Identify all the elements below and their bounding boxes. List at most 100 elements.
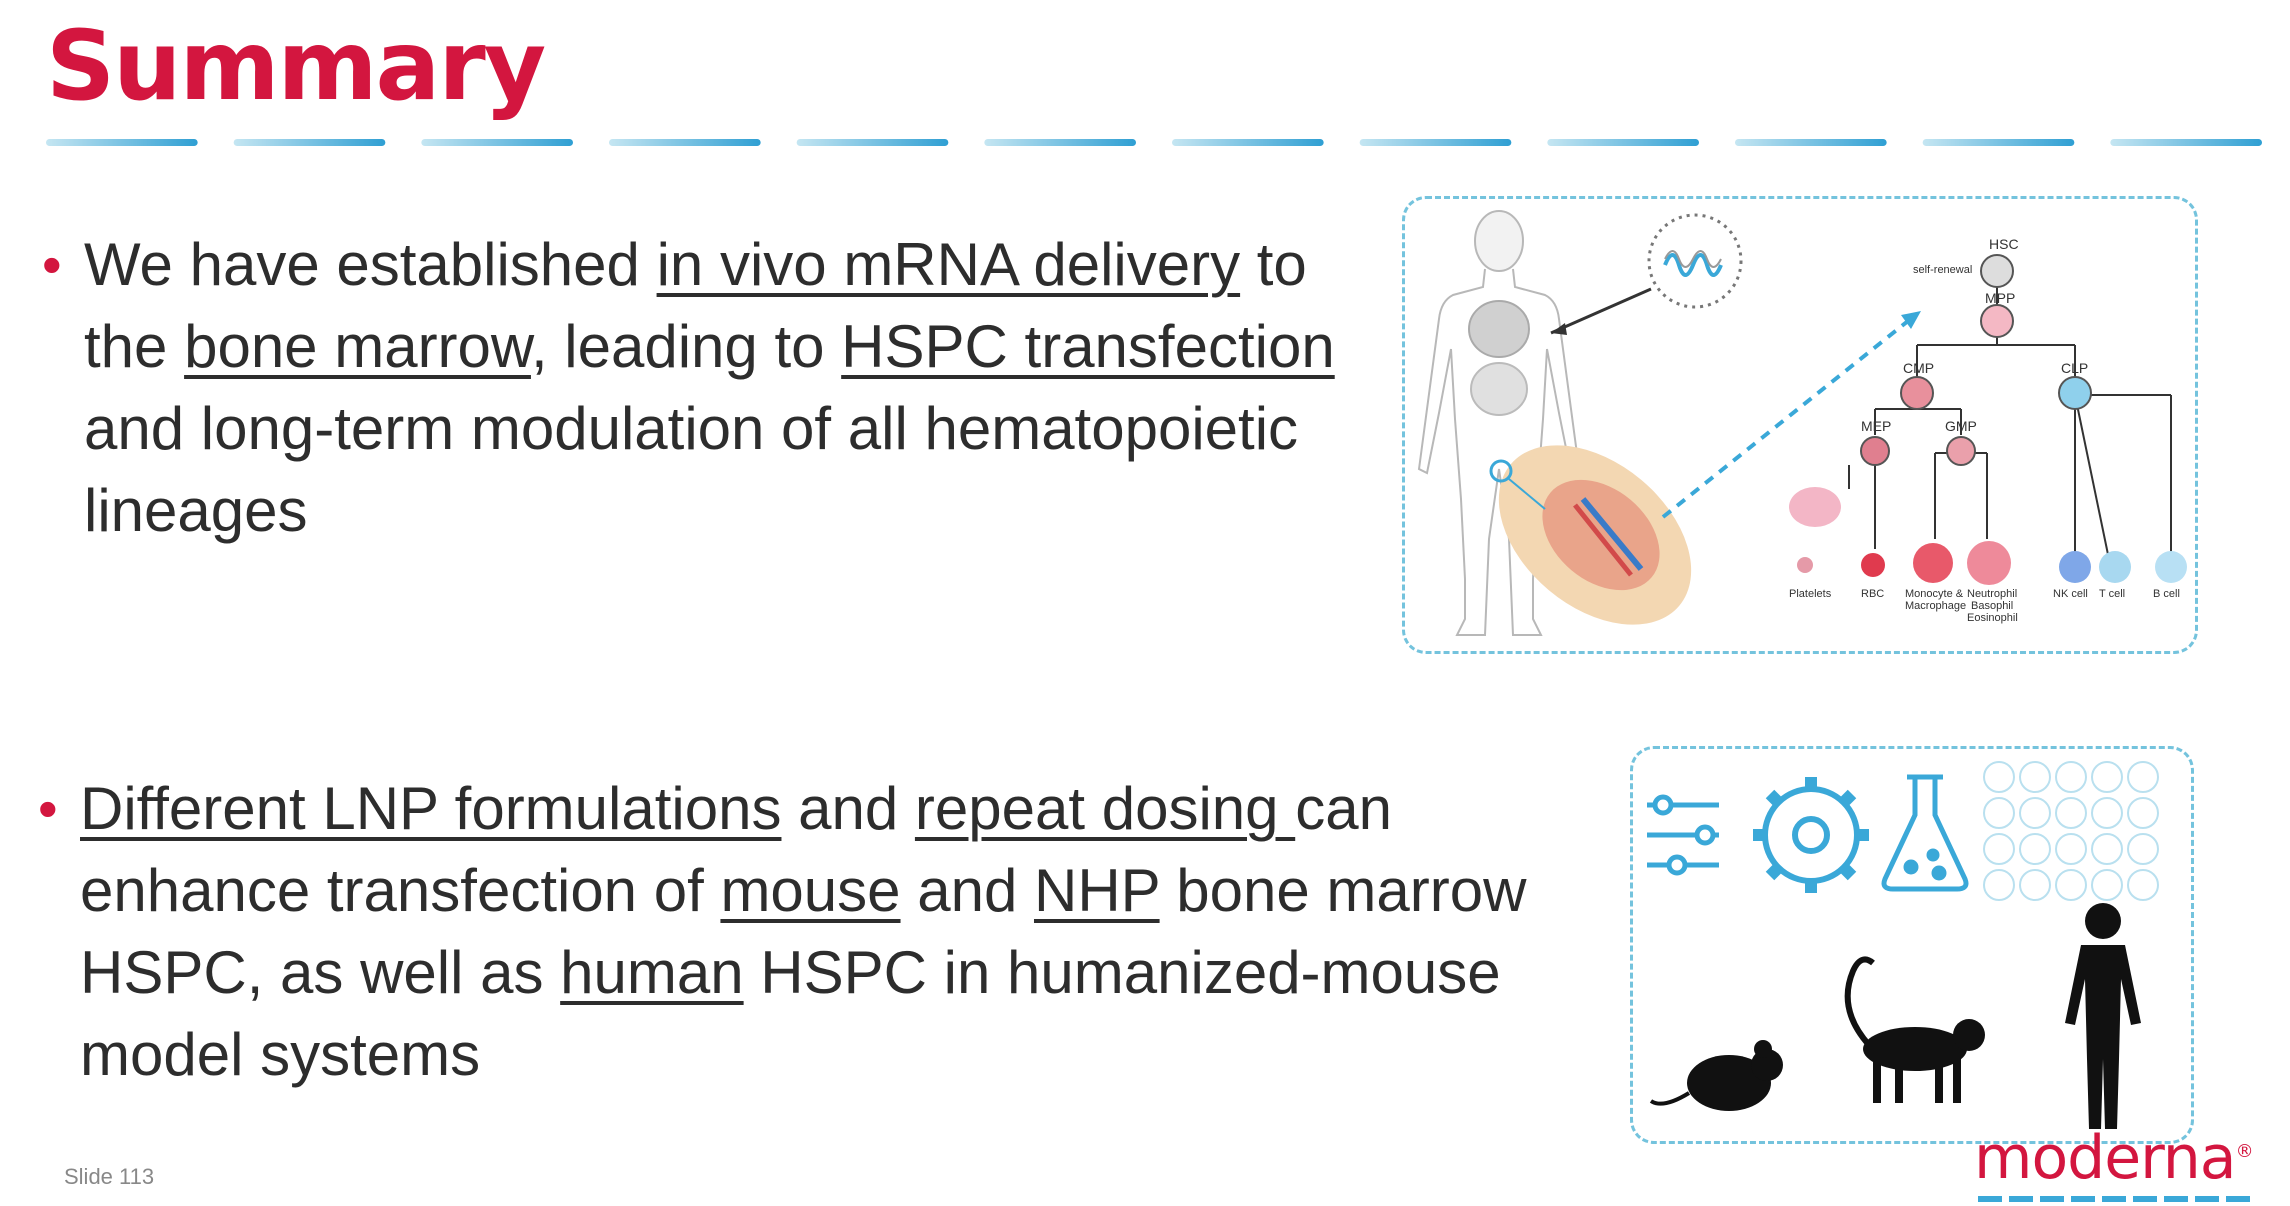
label-hsc: HSC <box>1989 236 2019 252</box>
lnp-particle <box>1983 761 2015 793</box>
underlined-phrase: Different LNP formulations <box>80 775 782 842</box>
divider-dash <box>233 139 386 146</box>
lnp-particle <box>1983 833 2015 865</box>
label-rbc: RBC <box>1861 588 1884 600</box>
logo-text: moderna <box>1974 1123 2237 1193</box>
bullet-dot: • <box>38 777 58 840</box>
bone-marrow-icon <box>1489 311 1921 625</box>
lnp-particle <box>2019 797 2051 829</box>
label-t-cell: T cell <box>2099 588 2125 600</box>
lnp-particle <box>2055 869 2087 901</box>
text-segment: to the <box>84 231 1307 380</box>
label-clp: CLP <box>2061 360 2088 376</box>
hematopoietic-tree <box>1848 287 2172 570</box>
label-nk-cell: NK cell <box>2053 588 2088 600</box>
logo-dash <box>2040 1196 2064 1202</box>
logo-dash <box>2133 1196 2157 1202</box>
slide-title: Summary <box>46 10 546 122</box>
label-monocyte-2: Macrophage <box>1905 600 1966 612</box>
slide-number: Slide 113 <box>64 1164 155 1189</box>
text-segment: can enhance transfection of <box>80 775 1392 924</box>
lnp-particle <box>2091 797 2123 829</box>
lnp-particle <box>1983 869 2015 901</box>
text-segment: We have established <box>84 231 657 298</box>
logo-dash <box>2195 1196 2219 1202</box>
label-mpp: MPP <box>1985 290 2015 306</box>
label-monocyte-1: Monocyte & <box>1905 588 1964 600</box>
logo-dash <box>2009 1196 2033 1202</box>
lnp-particle <box>1983 797 2015 829</box>
divider-dash <box>609 139 761 146</box>
underlined-phrase: NHP <box>1033 857 1160 924</box>
species-formulation-graphic <box>1647 761 2159 1129</box>
lnp-particle <box>2091 869 2123 901</box>
logo-dash <box>1978 1196 2002 1202</box>
logo-dash <box>2164 1196 2188 1202</box>
divider-dash <box>1922 139 2075 146</box>
human-silhouette-icon <box>2065 903 2141 1129</box>
text-segment: and <box>900 857 1034 924</box>
mrna-lnp-icon <box>1550 213 1743 335</box>
lnp-particle <box>2127 869 2159 901</box>
label-mep: MEP <box>1861 418 1891 434</box>
logo-registered-mark: ® <box>2235 1141 2254 1162</box>
underlined-phrase: bone marrow <box>184 313 531 380</box>
underlined-phrase: human <box>560 939 744 1006</box>
moderna-logo: moderna® <box>1974 1128 2254 1188</box>
lnp-particle <box>2091 833 2123 865</box>
divider-dash <box>1172 139 1324 146</box>
label-eosinophil: Eosinophil <box>1967 612 2018 624</box>
divider-dash <box>1735 139 1887 146</box>
mouse-icon <box>1649 1040 1783 1111</box>
hematopoiesis-diagram-panel: HSC self-renewal MPP CMP CLP MEP GMP Pla… <box>1402 196 2198 654</box>
logo-dash <box>2102 1196 2126 1202</box>
monkey-icon <box>1844 956 1985 1103</box>
bullet-1-text: We have established in vivo mRNA deliver… <box>84 231 1335 544</box>
label-basophil: Basophil <box>1971 600 2013 612</box>
divider-dash <box>984 139 1136 146</box>
lnp-particle <box>2055 761 2087 793</box>
bullet-2: • Different LNP formulations and repeat … <box>38 768 1600 1096</box>
lnp-particle <box>2091 761 2123 793</box>
sliders-icon <box>1647 794 1719 876</box>
lnp-particle <box>2019 833 2051 865</box>
lnp-particle <box>2127 797 2159 829</box>
divider-dash <box>421 139 573 146</box>
hematopoiesis-diagram: HSC self-renewal MPP CMP CLP MEP GMP Pla… <box>1417 210 2187 636</box>
divider-dash <box>46 139 198 146</box>
bullet-2-text: Different LNP formulations and repeat do… <box>80 775 1526 1088</box>
text-segment: , leading to <box>530 313 842 380</box>
divider-dash <box>1359 139 1512 146</box>
flask-icon <box>1881 774 1969 892</box>
species-formulation-panel <box>1630 746 2194 1144</box>
label-neutrophil: Neutrophil <box>1967 588 2017 600</box>
label-b-cell: B cell <box>2153 588 2180 600</box>
lnp-grid-icon <box>1983 761 2159 901</box>
label-platelets: Platelets <box>1789 588 1832 600</box>
lnp-particle <box>2055 833 2087 865</box>
underlined-phrase: repeat dosing <box>914 775 1296 842</box>
logo-underline <box>1978 1196 2250 1202</box>
label-cmp: CMP <box>1903 360 1934 376</box>
bullet-1: • We have established in vivo mRNA deliv… <box>42 224 1344 552</box>
lnp-particle <box>2055 797 2087 829</box>
label-self-renewal: self-renewal <box>1913 264 1972 276</box>
divider-dash <box>796 139 949 146</box>
underlined-phrase: mouse <box>720 857 901 924</box>
underlined-phrase: HSPC transfection <box>841 313 1335 380</box>
human-body-icon <box>1417 210 1581 636</box>
divider-dash <box>1547 139 1699 146</box>
logo-dash <box>2226 1196 2250 1202</box>
lnp-particle <box>2019 761 2051 793</box>
text-segment: and <box>781 775 915 842</box>
text-segment: bone marrow HSPC, as well as <box>80 857 1527 1006</box>
text-segment: and long-term modulation of all hematopo… <box>84 395 1299 544</box>
label-gmp: GMP <box>1945 418 1977 434</box>
title-dash-divider <box>46 139 2262 146</box>
divider-dash <box>2110 139 2262 146</box>
text-segment: HSPC in humanized-mouse model systems <box>80 939 1501 1088</box>
lnp-particle <box>2019 869 2051 901</box>
bullet-dot: • <box>42 233 62 296</box>
stem-cell-nodes <box>1789 254 2187 585</box>
lnp-particle <box>2127 761 2159 793</box>
